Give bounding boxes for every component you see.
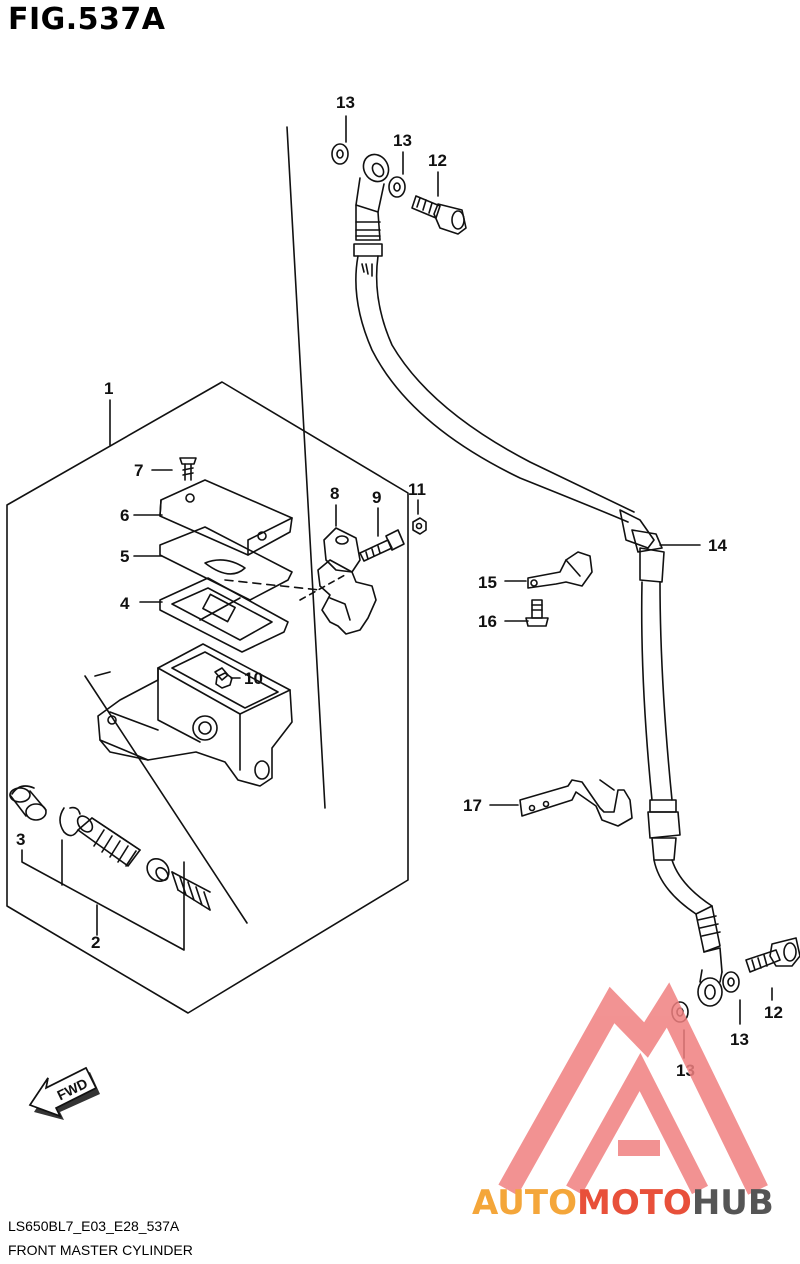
hose-clamp-part [527, 551, 593, 589]
callout-bracket [21, 849, 185, 951]
diaphragm-plate-part [159, 526, 293, 601]
callout-15: 15 [478, 573, 497, 592]
boot-part [9, 785, 47, 821]
callout-13-upper-right: 13 [393, 131, 412, 150]
upper-washer-right [388, 176, 406, 198]
callout-17: 17 [463, 796, 482, 815]
callout-8: 8 [330, 484, 339, 503]
circlip-part [59, 806, 81, 837]
callout-5: 5 [120, 547, 129, 566]
reservoir-cap-part [159, 479, 293, 556]
callout-14: 14 [708, 536, 727, 555]
master-cylinder-body [97, 643, 293, 787]
projection-line [84, 671, 248, 924]
callout-1: 1 [104, 379, 113, 398]
watermark-auto: AUTO [472, 1183, 577, 1223]
upper-banjo-fitting [353, 153, 390, 257]
watermark-logo [498, 982, 768, 1196]
figure-caption: FRONT MASTER CYLINDER [8, 1242, 193, 1258]
spring-part [146, 857, 211, 911]
projection-line [224, 579, 321, 591]
piston-part [76, 815, 141, 867]
callout-7: 7 [134, 461, 143, 480]
callout-11: 11 [408, 480, 426, 499]
callout-13-lower-right: 13 [730, 1030, 749, 1049]
upper-banjo-bolt [411, 195, 467, 235]
clamp-bolt-part [359, 529, 405, 562]
callout-13-upper-left: 13 [336, 93, 355, 112]
figure-title: FIG.537A [8, 2, 166, 37]
callout-9: 9 [372, 488, 381, 507]
callout-10: 10 [244, 669, 263, 688]
lower-banjo-fitting [697, 947, 723, 1007]
nut-part [412, 517, 427, 535]
callout-2: 2 [91, 933, 100, 952]
clamp-screw-part [525, 599, 549, 627]
callout-6: 6 [120, 506, 129, 525]
watermark-text: AUTOMOTOHUB [472, 1183, 774, 1223]
lower-banjo-bolt [745, 937, 800, 973]
upper-washer-left [331, 143, 349, 165]
fwd-arrow-icon: FWD [28, 1066, 100, 1120]
assembly-outline [6, 381, 409, 1014]
brake-hose [355, 255, 721, 953]
callout-12-lower: 12 [764, 1003, 783, 1022]
callout-4: 4 [120, 594, 130, 613]
callout-3: 3 [16, 830, 25, 849]
callout-16: 16 [478, 612, 497, 631]
watermark-hub: HUB [692, 1183, 774, 1223]
plug-part [215, 672, 233, 689]
callout-12-upper: 12 [428, 151, 447, 170]
watermark-moto: MOTO [577, 1183, 692, 1223]
clamp-part [317, 527, 377, 635]
hose-bracket-part [519, 779, 633, 827]
svg-text:AUTOMOTOHUB: AUTOMOTOHUB [472, 1183, 774, 1223]
figure-code: LS650BL7_E03_E28_537A [8, 1218, 180, 1234]
lower-washer-right [722, 971, 740, 993]
diaphragm-part [159, 577, 289, 653]
cap-screw-part [179, 457, 197, 481]
projection-line [286, 126, 326, 809]
